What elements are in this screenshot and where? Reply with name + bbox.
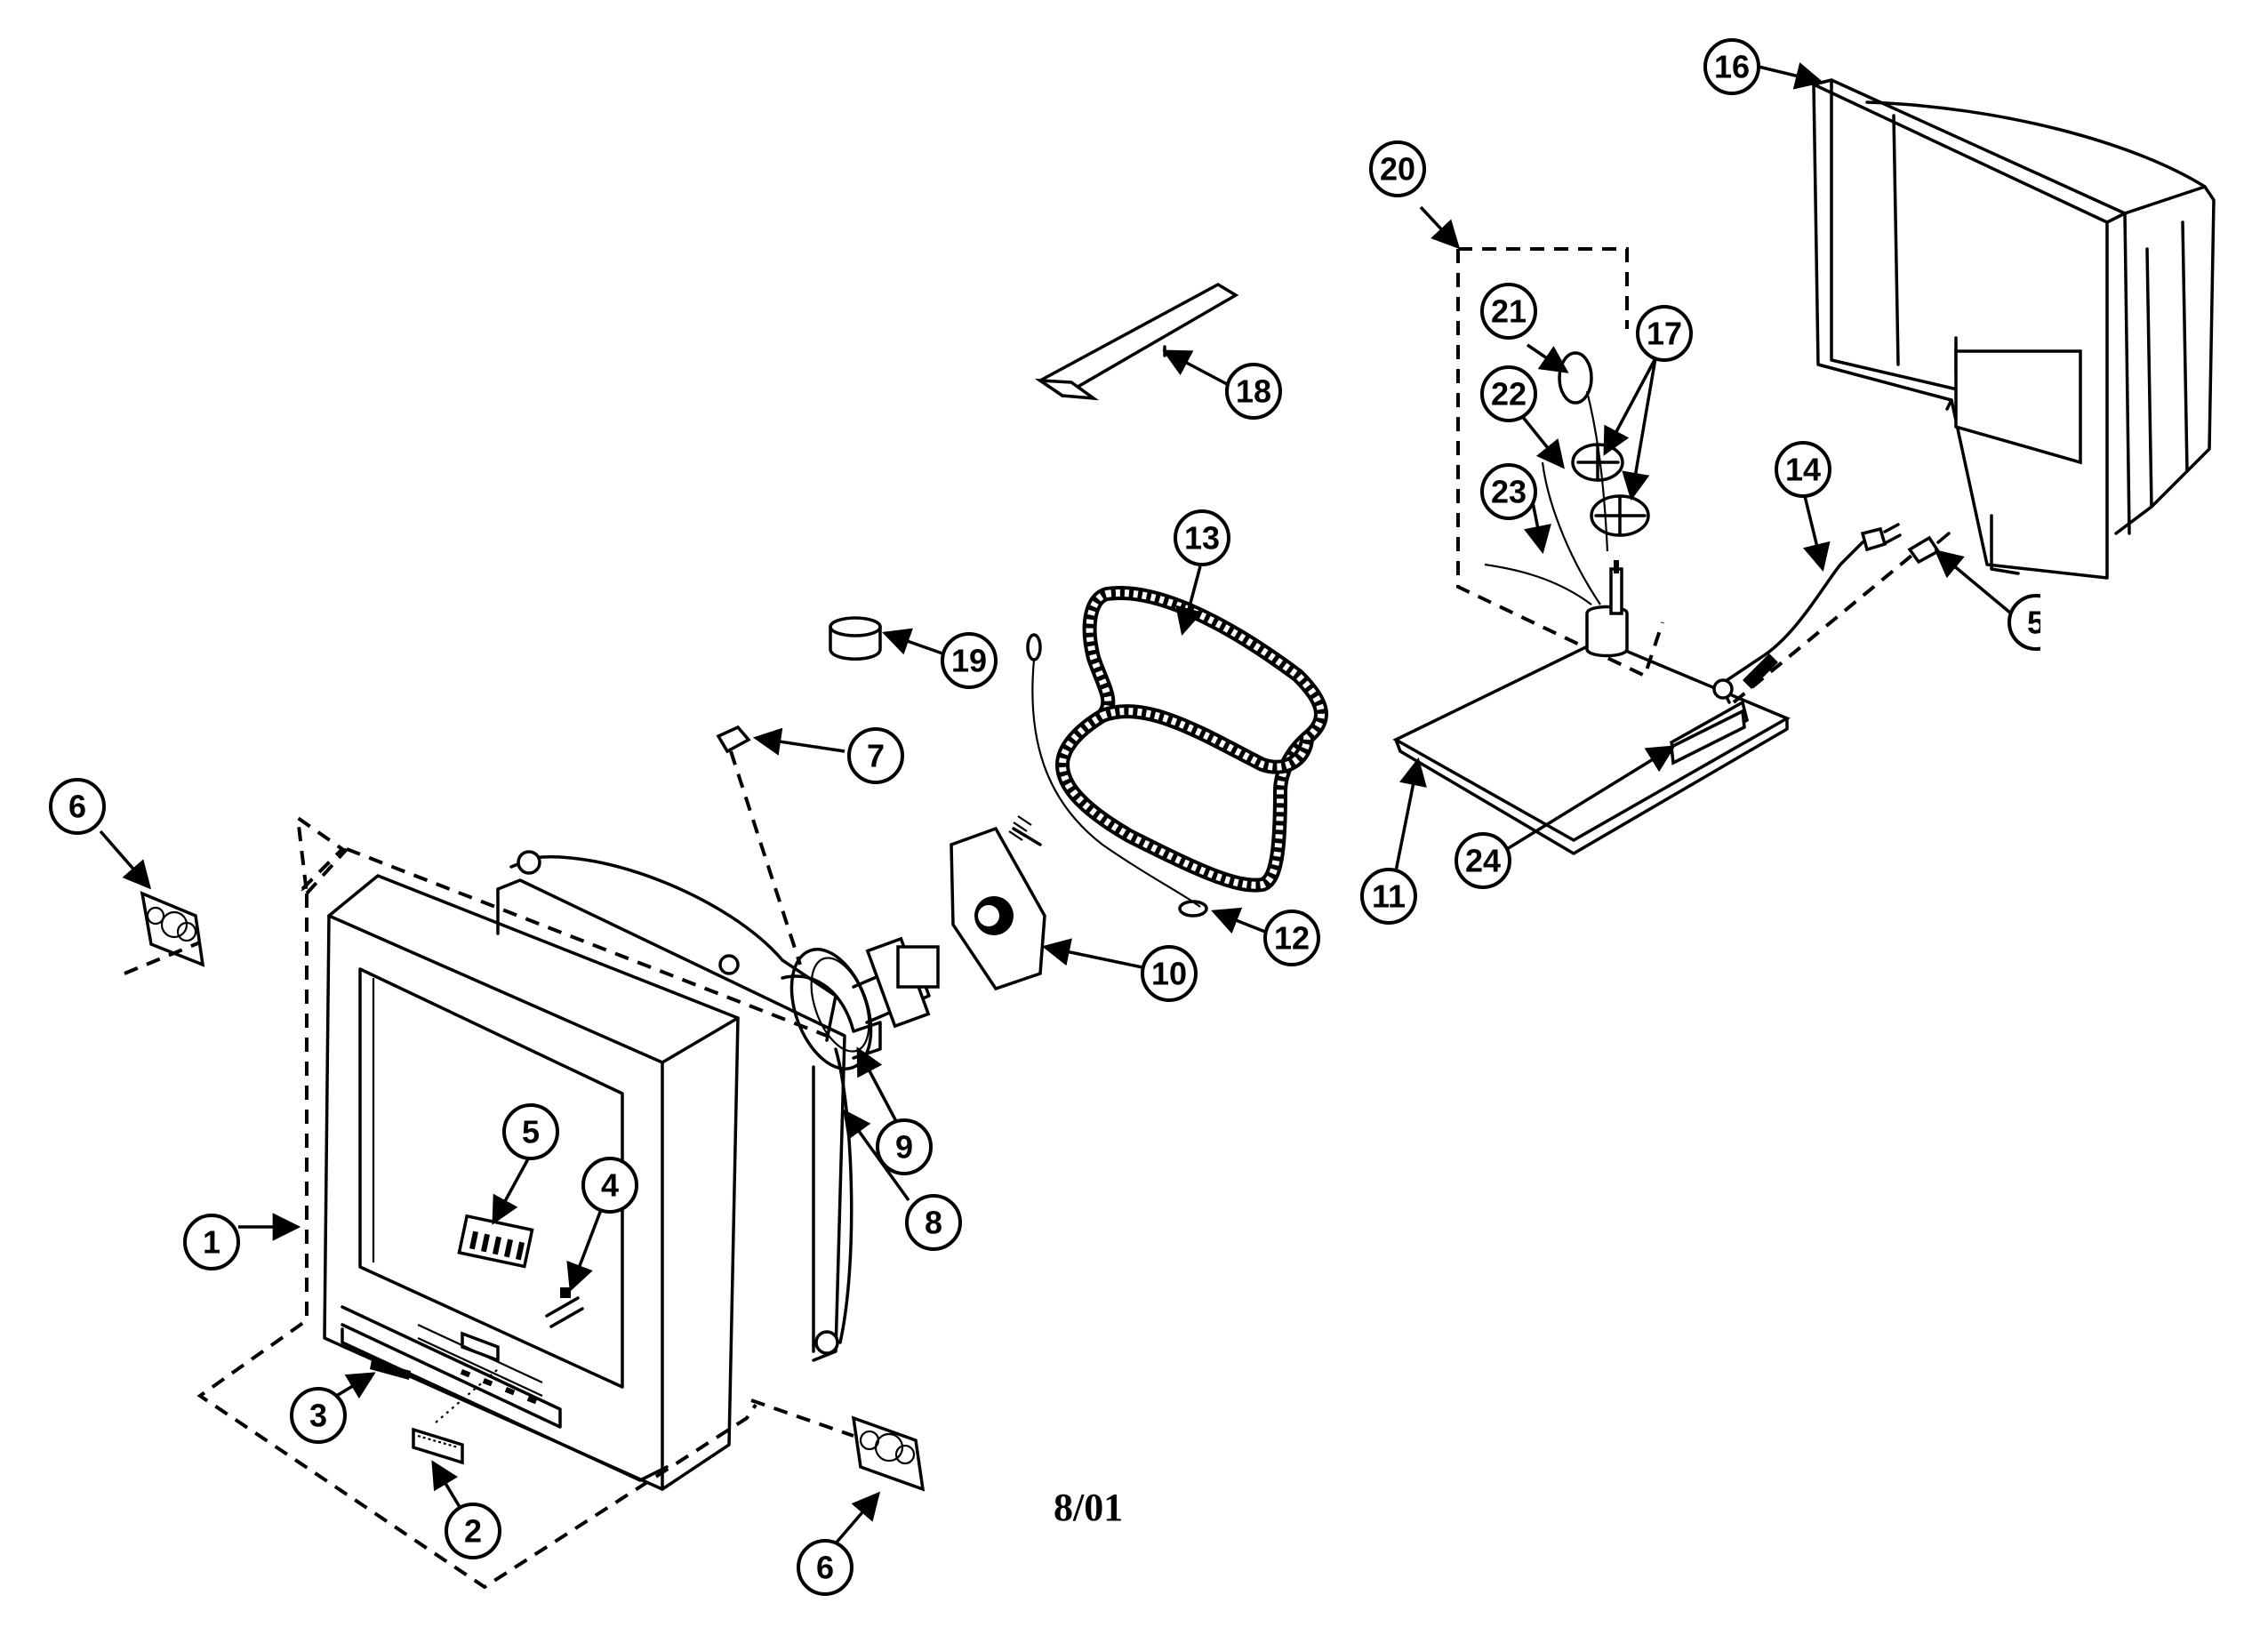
callout-9: 9 [876,1118,933,1175]
callout-6-bottom: 6 [797,1539,854,1596]
svg-text:23: 23 [1491,474,1527,510]
cord-connector [1732,532,1951,704]
svg-text:2: 2 [464,1513,482,1550]
callout-19: 19 [941,632,998,689]
clip-part [716,725,802,966]
callout-7: 7 [847,727,904,784]
svg-text:12: 12 [1274,920,1310,957]
front-cabinet-group-outline [196,813,757,1590]
crop-mask [2040,587,2112,658]
neck-board [950,826,1046,991]
degaussing-coil [1054,586,1328,893]
callout-10: 10 [1141,945,1198,1002]
strip-part [1034,282,1239,401]
svg-text:22: 22 [1491,376,1527,413]
svg-text:4: 4 [601,1167,619,1204]
back-cover [1812,78,2216,580]
front-switch-part [545,1287,584,1328]
callout-23: 23 [1480,463,1537,520]
svg-text:10: 10 [1151,956,1187,992]
callouts: 1 2 3 4 5 6 6 7 8 9 10 11 12 13 14 5 16 … [49,38,2064,1596]
mounting-bracket-bottom [750,1399,926,1492]
svg-text:9: 9 [895,1129,913,1166]
callout-4: 4 [581,1157,638,1214]
svg-text:14: 14 [1785,452,1821,488]
callout-12: 12 [1263,910,1320,966]
power-cord [1712,523,1902,704]
svg-text:7: 7 [867,738,885,774]
svg-text:19: 19 [951,643,987,679]
callout-21: 21 [1480,283,1537,340]
svg-text:16: 16 [1714,49,1750,85]
callout-8: 8 [905,1194,962,1251]
callout-14: 14 [1775,441,1831,498]
callout-3: 3 [290,1387,347,1444]
svg-text:17: 17 [1647,316,1682,352]
flyback-transformer-assembly [1456,247,1664,678]
front-connector [457,1214,534,1269]
callout-24: 24 [1455,832,1511,889]
mounting-bracket-top [124,891,205,975]
main-board [1392,638,1791,855]
leader-lines [99,62,2013,1571]
svg-text:24: 24 [1465,843,1501,879]
callout-17: 17 [1636,305,1693,362]
puck-part [829,616,882,661]
svg-text:21: 21 [1491,293,1527,330]
callout-1: 1 [183,1214,240,1270]
svg-text:3: 3 [309,1398,327,1434]
svg-text:6: 6 [816,1550,834,1586]
callout-22: 22 [1480,365,1537,422]
svg-text:20: 20 [1380,151,1415,188]
ground-wire [1008,633,1208,918]
callout-2: 2 [445,1503,501,1559]
date-code: 8/01 [1054,1486,1123,1529]
callout-5: 5 [502,1103,559,1160]
callout-20: 20 [1369,140,1426,197]
svg-text:6: 6 [68,789,86,825]
callout-18: 18 [1225,363,1282,420]
picture-tube [496,850,940,1362]
svg-text:5: 5 [522,1114,540,1150]
front-cabinet [196,813,828,1590]
svg-text:11: 11 [1372,878,1406,915]
callout-13: 13 [1174,509,1230,566]
svg-text:13: 13 [1184,520,1220,557]
callout-11: 11 [1360,868,1417,925]
callout-6-top: 6 [49,778,106,835]
svg-text:1: 1 [203,1224,220,1261]
callout-16: 16 [1703,38,1760,95]
svg-text:18: 18 [1236,373,1271,410]
badge-part [370,1360,411,1380]
door-panel-part [412,1368,499,1465]
svg-text:8: 8 [925,1205,942,1241]
